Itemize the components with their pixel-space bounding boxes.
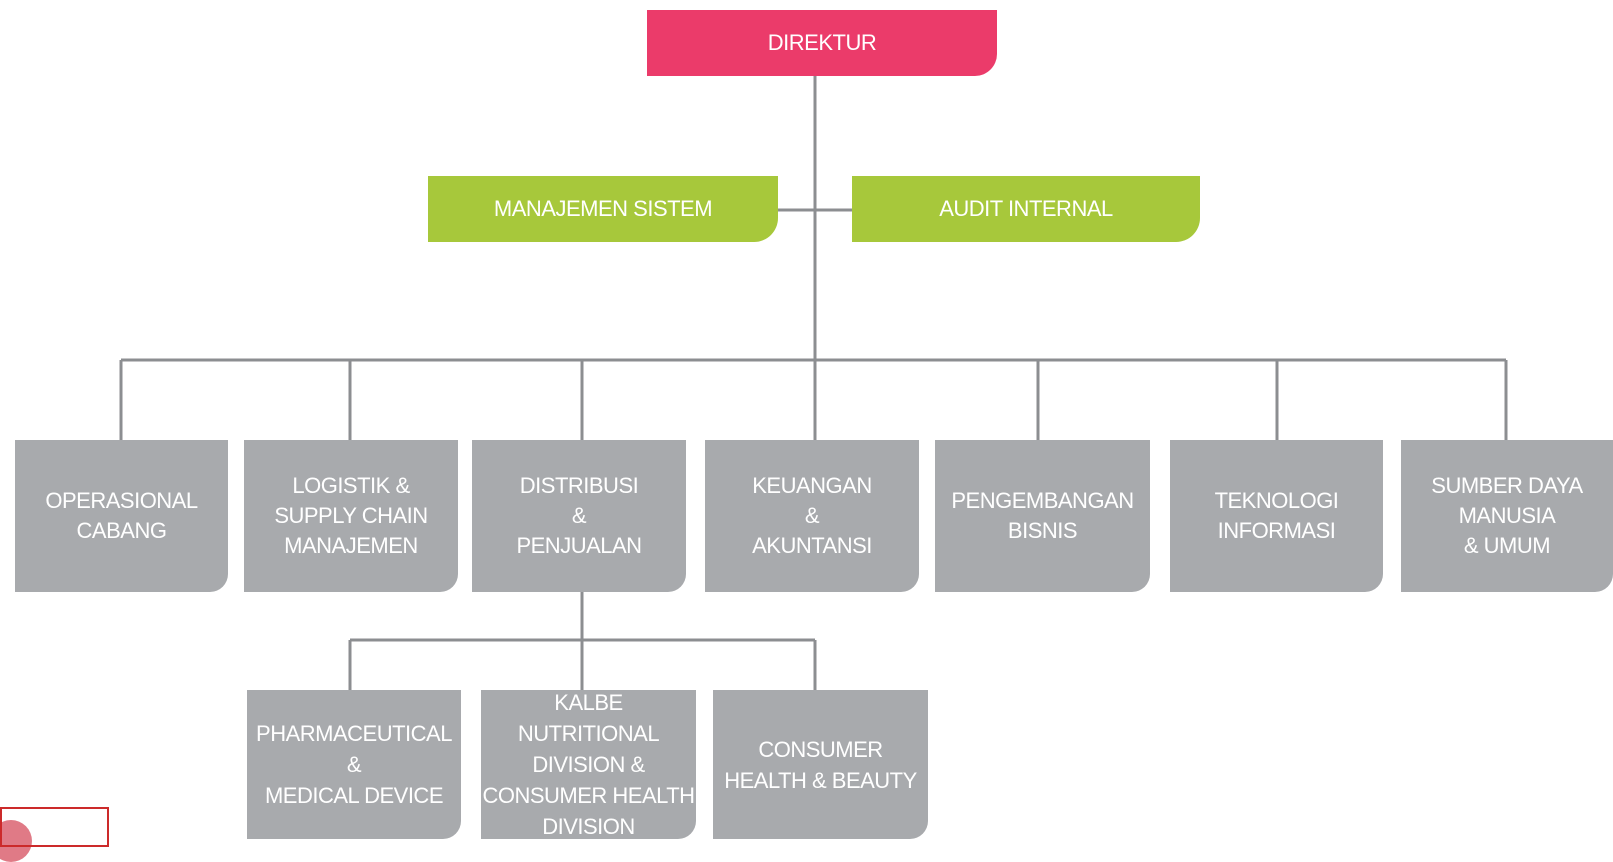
dept-pengembangan-bisnis: PENGEMBANGAN BISNIS [935, 440, 1150, 592]
audit-internal-box: AUDIT INTERNAL [852, 176, 1200, 242]
connector-lines [119, 76, 1508, 690]
corner-highlight-frame [0, 807, 109, 847]
direktur-box: DIREKTUR [647, 10, 997, 76]
dept-teknologi-informasi: TEKNOLOGI INFORMASI [1170, 440, 1383, 592]
manajemen-sistem-box: MANAJEMEN SISTEM [428, 176, 778, 242]
dept-keuangan-akuntansi: KEUANGAN & AKUNTANSI [705, 440, 919, 592]
dept-operasional-cabang: OPERASIONAL CABANG [15, 440, 228, 592]
dept-distribusi-penjualan: DISTRIBUSI & PENJUALAN [472, 440, 686, 592]
dept-logistik-supply-chain: LOGISTIK & SUPPLY CHAIN MANAJEMEN [244, 440, 458, 592]
dept-sumber-daya-manusia: SUMBER DAYA MANUSIA & UMUM [1401, 440, 1613, 592]
sub-pharmaceutical-medical-device: PHARMACEUTICAL & MEDICAL DEVICE [247, 690, 461, 839]
sub-consumer-health-beauty: CONSUMER HEALTH & BEAUTY [713, 690, 928, 839]
sub-kalbe-nutritional-consumer-health: KALBE NUTRITIONAL DIVISION & CONSUMER HE… [481, 690, 696, 839]
